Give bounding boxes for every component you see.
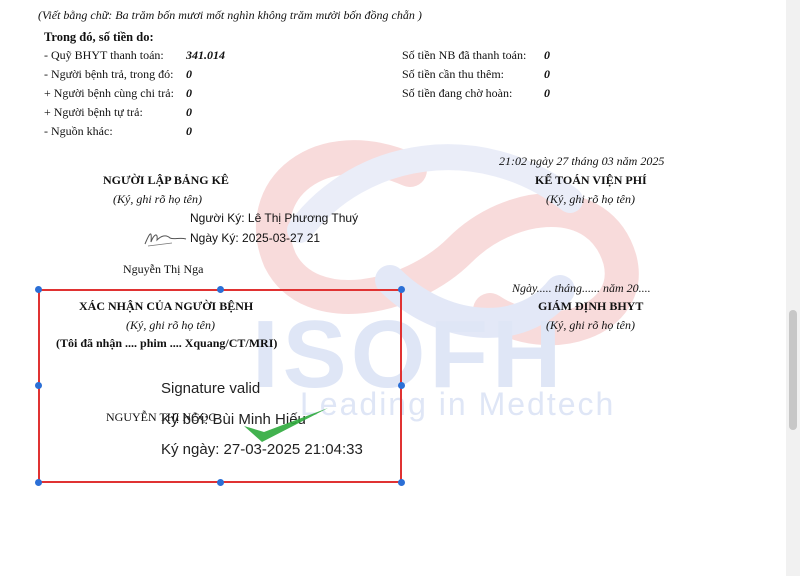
insurance-fund-value: 341.014 [186,48,225,62]
patient-hint: (Ký, ghi rõ họ tên) [126,318,215,332]
extra-due-label: Số tiền cần thu thêm: [402,67,504,81]
preparer-sign-date: Ngày Ký: 2025-03-27 21 [190,231,321,245]
copay-label: + Người bệnh cùng chi trả: [44,86,174,100]
patient-confirmation-title: XÁC NHẬN CỦA NGƯỜI BỆNH [79,299,254,313]
resize-handle-top[interactable] [217,286,224,293]
preparer-title: NGƯỜI LẬP BẢNG KÊ [103,173,229,187]
patient-pays-label: - Người bệnh trả, trong đó: [44,67,174,81]
signature-valid-label: Signature valid [161,380,261,397]
breakdown-heading: Trong đó, số tiền do: [44,30,154,44]
pending-refund-value: 0 [544,86,550,100]
resize-handle-bottom-left[interactable] [35,479,42,486]
resize-handle-top-right[interactable] [398,286,405,293]
extra-due-value: 0 [544,67,550,81]
accountant-hint: (Ký, ghi rõ họ tên) [546,192,635,206]
insurance-title: GIÁM ĐỊNH BHYT [538,299,644,313]
resize-handle-bottom-right[interactable] [398,479,405,486]
paid-value: 0 [544,48,550,62]
copay-value: 0 [186,86,192,100]
resize-handle-right[interactable] [398,382,405,389]
preparer-hint: (Ký, ghi rõ họ tên) [113,192,202,206]
resize-handle-bottom[interactable] [217,479,224,486]
patient-name: NGUYỄN THỊ NGỌC [106,410,217,424]
watermark-brand: ISOFH [252,301,566,408]
signature-signed-at: Ký ngày: 27-03-2025 21:04:33 [161,441,363,458]
self-pay-label: + Người bệnh tự trả: [44,105,143,119]
scrollbar-thumb[interactable] [789,310,797,430]
accountant-title: KẾ TOÁN VIỆN PHÍ [535,173,647,187]
handwritten-signature-icon [144,233,187,247]
resize-handle-top-left[interactable] [35,286,42,293]
vertical-scrollbar[interactable] [786,0,800,576]
other-source-value: 0 [186,124,192,138]
valid-checkmark-icon [244,408,328,442]
insurance-fund-label: - Quỹ BHYT thanh toán: [44,48,164,62]
patient-note: (Tôi đã nhận .... phim .... Xquang/CT/MR… [56,336,278,350]
amount-in-words: (Viết bằng chữ: Ba trăm bốn mươi mốt ngh… [38,8,422,22]
blank-date-line: Ngày..... tháng...... năm 20.... [512,281,651,295]
document-date: 21:02 ngày 27 tháng 03 năm 2025 [499,154,665,168]
preparer-signer: Người Ký: Lê Thị Phương Thuý [190,211,359,225]
pending-refund-label: Số tiền đang chờ hoàn: [402,86,513,100]
preparer-name: Nguyễn Thị Nga [123,262,204,276]
watermark-tagline: Leading in Medtech [300,386,616,422]
signature-signed-by: Ký bởi: Bùi Minh Hiếu [161,411,306,428]
other-source-label: - Nguồn khác: [44,124,113,138]
resize-handle-left[interactable] [35,382,42,389]
paid-label: Số tiền NB đã thanh toán: [402,48,527,62]
self-pay-value: 0 [186,105,192,119]
patient-pays-value: 0 [186,67,192,81]
insurance-hint: (Ký, ghi rõ họ tên) [546,318,635,332]
